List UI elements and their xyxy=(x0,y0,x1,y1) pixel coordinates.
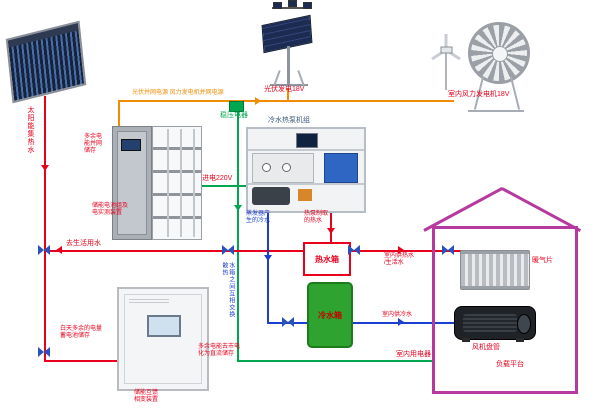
radiator-label: 暖气片 xyxy=(532,257,553,264)
flow-arrow-icon xyxy=(56,246,62,254)
house-outline xyxy=(432,226,578,394)
valve-icon xyxy=(442,245,454,255)
domestic-hot-water-line xyxy=(44,250,303,252)
battery-modules xyxy=(156,129,198,237)
day-surplus-label: 白天多余的电量 蓄电池储存 xyxy=(60,326,103,339)
hp-pump xyxy=(298,189,312,201)
solar-collector-label: 太阳能集热水 xyxy=(27,106,35,154)
flow-arrow-icon xyxy=(41,165,49,171)
inverter-cabinet-label: 储能互馈 相变装置 xyxy=(134,390,159,403)
hp-control-screen xyxy=(296,133,318,148)
flow-arrow-icon xyxy=(398,318,404,326)
cold-water-tank-label: 冷水箱 xyxy=(318,310,342,320)
evaporator-cold-line xyxy=(267,208,269,324)
fan-coil-foot xyxy=(516,338,524,342)
hp-shelf xyxy=(248,183,364,185)
evaporator-cold-label: 蒸发器产 生的冷水 xyxy=(246,211,271,224)
fan-coil-fan-icon xyxy=(517,314,531,334)
grid-bus-label: 光伏并网电源 风力发电机并网电源 xyxy=(132,90,224,96)
radiator xyxy=(460,250,530,290)
pv-sensor-cell-icon xyxy=(273,2,282,9)
indoor-hot-supply-label: 室内供热水 /生活水 xyxy=(384,253,415,266)
fan-coil-grille xyxy=(463,314,517,332)
fan-cage xyxy=(468,22,530,84)
pv-sensor-cell-icon xyxy=(288,0,297,7)
pv-base xyxy=(270,84,308,86)
hot-water-tank-label: 热水箱 xyxy=(315,254,339,264)
mains-220v-line xyxy=(201,185,249,187)
power-bus-cabinet-drop xyxy=(118,100,120,128)
domestic-water-label: 去生活用水 xyxy=(66,240,101,247)
heat-pump-unit xyxy=(246,127,366,213)
flow-arrow-icon xyxy=(398,246,404,254)
solar-hot-water-line xyxy=(44,96,46,362)
pv-power-label: 光伏发电18V xyxy=(264,86,305,93)
pv-pole xyxy=(287,46,290,84)
indoor-appliances-label: 室内用电器 xyxy=(396,351,431,358)
flow-arrow-icon xyxy=(264,255,272,261)
flow-arrow-icon xyxy=(234,205,242,211)
battery-rack-cabinet xyxy=(152,126,202,240)
power-bus-line xyxy=(118,100,454,102)
indoor-cold-supply-label: 室内供冷水 xyxy=(382,312,413,318)
valve-icon xyxy=(222,245,234,255)
regulator-label: 稳压电器 xyxy=(220,112,248,119)
mains-in-label: 进电220V xyxy=(202,175,233,182)
cold-water-tank: 冷水箱 xyxy=(307,282,353,348)
flow-arrow-icon xyxy=(255,97,261,105)
valve-icon xyxy=(38,347,50,357)
hot-water-tank: 热水箱 xyxy=(303,242,351,276)
cabinet-screen xyxy=(121,139,141,151)
valve-icon xyxy=(38,245,50,255)
bottom-storage-line xyxy=(44,360,118,362)
valve-icon xyxy=(348,245,360,255)
battery-control-cabinet xyxy=(112,126,152,240)
power-bus-pv-drop xyxy=(287,88,289,102)
fan-coil-label: 风机盘管 xyxy=(472,344,500,351)
solar-collector xyxy=(5,20,87,104)
voltage-regulator-box xyxy=(229,101,244,112)
hp-condenser-panel xyxy=(324,153,358,183)
battery-cabinet-label: 储能电池组及 电实测装置 xyxy=(92,203,129,216)
hp-gauge-icon xyxy=(262,163,271,172)
fan-coil-unit xyxy=(454,306,536,340)
surplus-grid-top-label: 多余电 能并网 储存 xyxy=(84,134,103,154)
inverter-storage-cabinet xyxy=(117,287,209,391)
heat-pump-hot-label: 热泵制取 的热水 xyxy=(304,211,329,224)
pv-sensor-cell-icon xyxy=(303,2,312,9)
hp-shelf xyxy=(248,149,364,151)
fan-stand-leg xyxy=(509,76,521,110)
inverter-vent xyxy=(129,297,169,303)
heatpump-to-hot-tank-line xyxy=(330,208,332,243)
tank-exchange-label: 水箱之间互相交换散热 xyxy=(220,262,234,318)
fan-coil-foot xyxy=(462,338,470,342)
green-power-house-line xyxy=(237,360,432,362)
fan-stand-base xyxy=(468,110,524,112)
heat-pump-title: 冷水热泵机组 xyxy=(268,117,310,124)
flow-arrow-icon xyxy=(327,228,335,234)
pv-sensor-bar xyxy=(272,7,312,9)
surplus-grid-bottom-label: 多余电能去市电 化为直流储存 xyxy=(198,344,241,357)
hp-gauge-icon xyxy=(282,163,291,172)
inverter-screen xyxy=(147,315,181,337)
valve-icon xyxy=(282,317,294,327)
inverter-panel xyxy=(124,294,202,384)
wind-turbine-rotor xyxy=(431,34,461,90)
green-power-main-line xyxy=(237,101,239,360)
hp-compressor xyxy=(252,187,290,205)
wind-power-label: 室内风力发电机18V xyxy=(448,91,510,98)
load-platform-label: 负载平台 xyxy=(496,361,524,368)
